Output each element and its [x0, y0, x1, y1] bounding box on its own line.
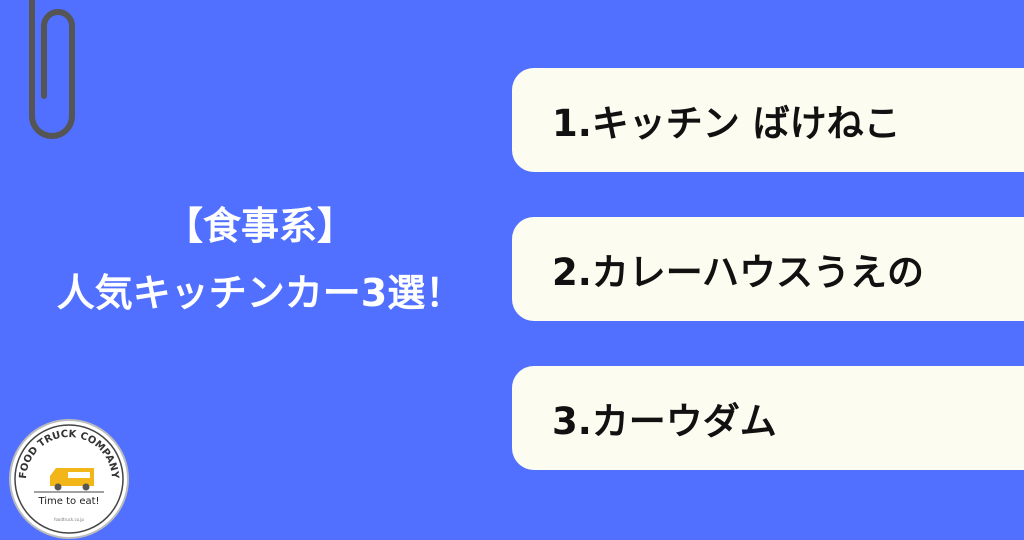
item-label: 1.キッチン ばけねこ [552, 102, 901, 145]
food-truck-company-logo: FOOD TRUCK COMPANY Time to eat! foodtruc… [9, 419, 129, 539]
item-label: 2.カレーハウスうえの [552, 251, 925, 294]
list-item: 1.キッチン ばけねこ [512, 68, 1024, 172]
paperclip-icon [29, 0, 75, 139]
list-item: 2.カレーハウスうえの [512, 217, 1024, 321]
heading-line2: 人気キッチンカー3選！ [56, 271, 464, 315]
heading-line1: 【食事系】 [164, 204, 355, 248]
item-label: 3.カーウダム [552, 400, 777, 443]
list-item: 3.カーウダム [512, 366, 1024, 470]
svg-text:Time to eat!: Time to eat! [37, 496, 99, 507]
food-truck-icon [50, 468, 94, 491]
svg-text:foodtruck.co.jp: foodtruck.co.jp [54, 517, 84, 522]
